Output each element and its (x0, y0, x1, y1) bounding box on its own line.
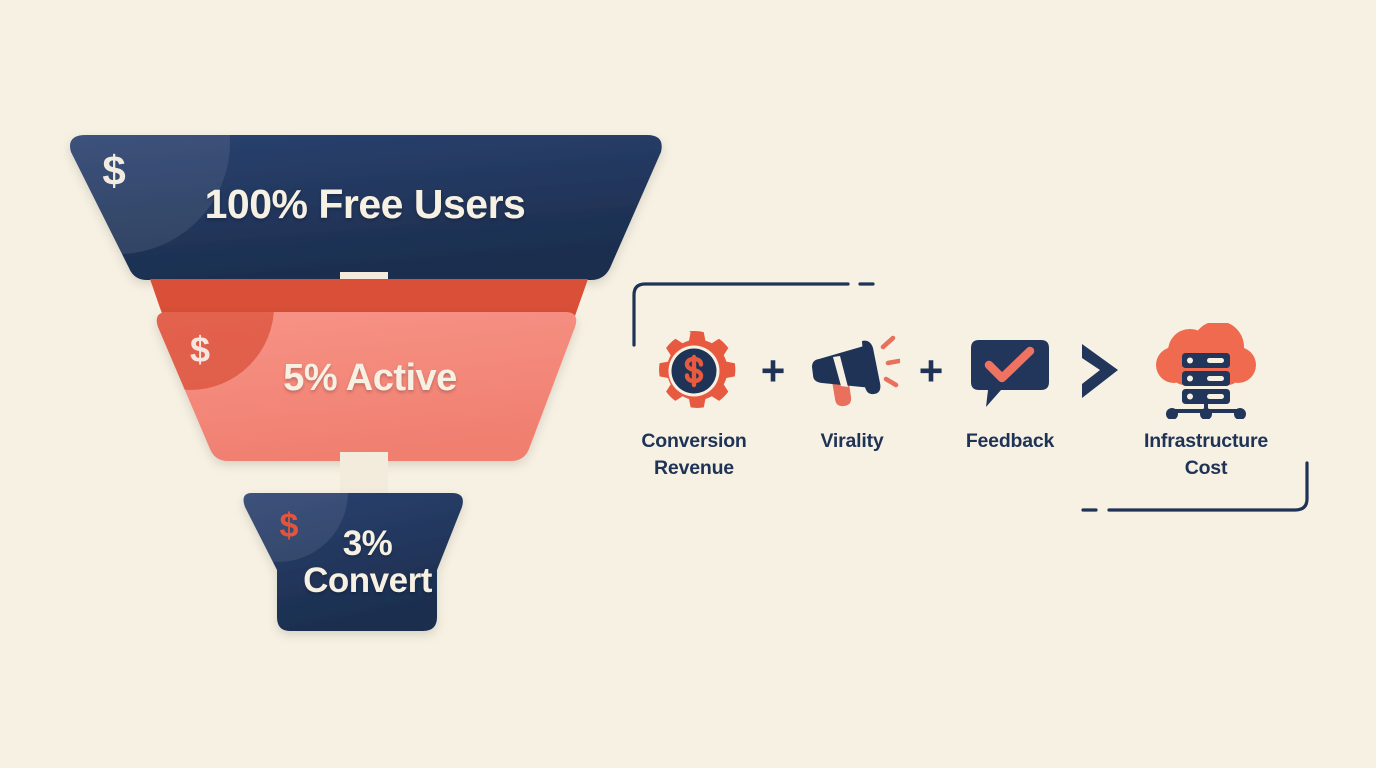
unit-economics-equation: Conversion Revenue + (615, 265, 1355, 545)
equation-operator-plus-1: + (760, 347, 786, 394)
equation-operator-greater-than (1069, 325, 1131, 417)
equation-brackets (632, 282, 1309, 512)
megaphone-icon (804, 325, 900, 417)
equation-term-feedback[interactable]: Feedback (951, 325, 1069, 455)
equation-term-conversion-revenue[interactable]: Conversion Revenue (635, 325, 753, 481)
equation-term-label-virality: Virality (820, 430, 884, 452)
equation-term-label-conversion-revenue: Conversion Revenue (641, 430, 747, 479)
dollar-icon-stage-0: $ (102, 147, 125, 194)
equation-term-virality[interactable]: Virality (793, 325, 911, 455)
stage-badge-convert (243, 493, 348, 562)
equation-term-label-feedback: Feedback (965, 430, 1055, 452)
dollar-icon-stage-1: $ (190, 329, 210, 370)
cloud-server-icon (1150, 323, 1262, 419)
stage-badge-active (156, 312, 274, 390)
equation-terms-row: Conversion Revenue + (635, 323, 1335, 481)
stage-badge-free-users (70, 135, 230, 254)
gear-dollar-icon (652, 325, 736, 417)
conversion-funnel: $ $ $ 100% Free Users 5% Active 3% Conve… (70, 135, 662, 631)
dollar-icon-stage-2: $ (280, 507, 299, 545)
bottom-bracket (1081, 461, 1309, 512)
funnel-graphic: $ $ $ (70, 135, 662, 631)
server-rack (1182, 353, 1230, 404)
greater-than-icon (1082, 344, 1118, 398)
equation-operator-plus-2: + (918, 347, 944, 394)
equation-term-label-infrastructure-cost: Infrastructure Cost (1144, 430, 1268, 479)
funnel-stage-convert (243, 493, 463, 631)
speech-bubble-check-icon (968, 325, 1052, 417)
equation-term-infrastructure-cost[interactable]: Infrastructure Cost (1131, 323, 1281, 481)
funnel-stage-free-users (70, 135, 662, 280)
funnel-stage-active (156, 312, 577, 461)
top-bracket (632, 282, 875, 347)
